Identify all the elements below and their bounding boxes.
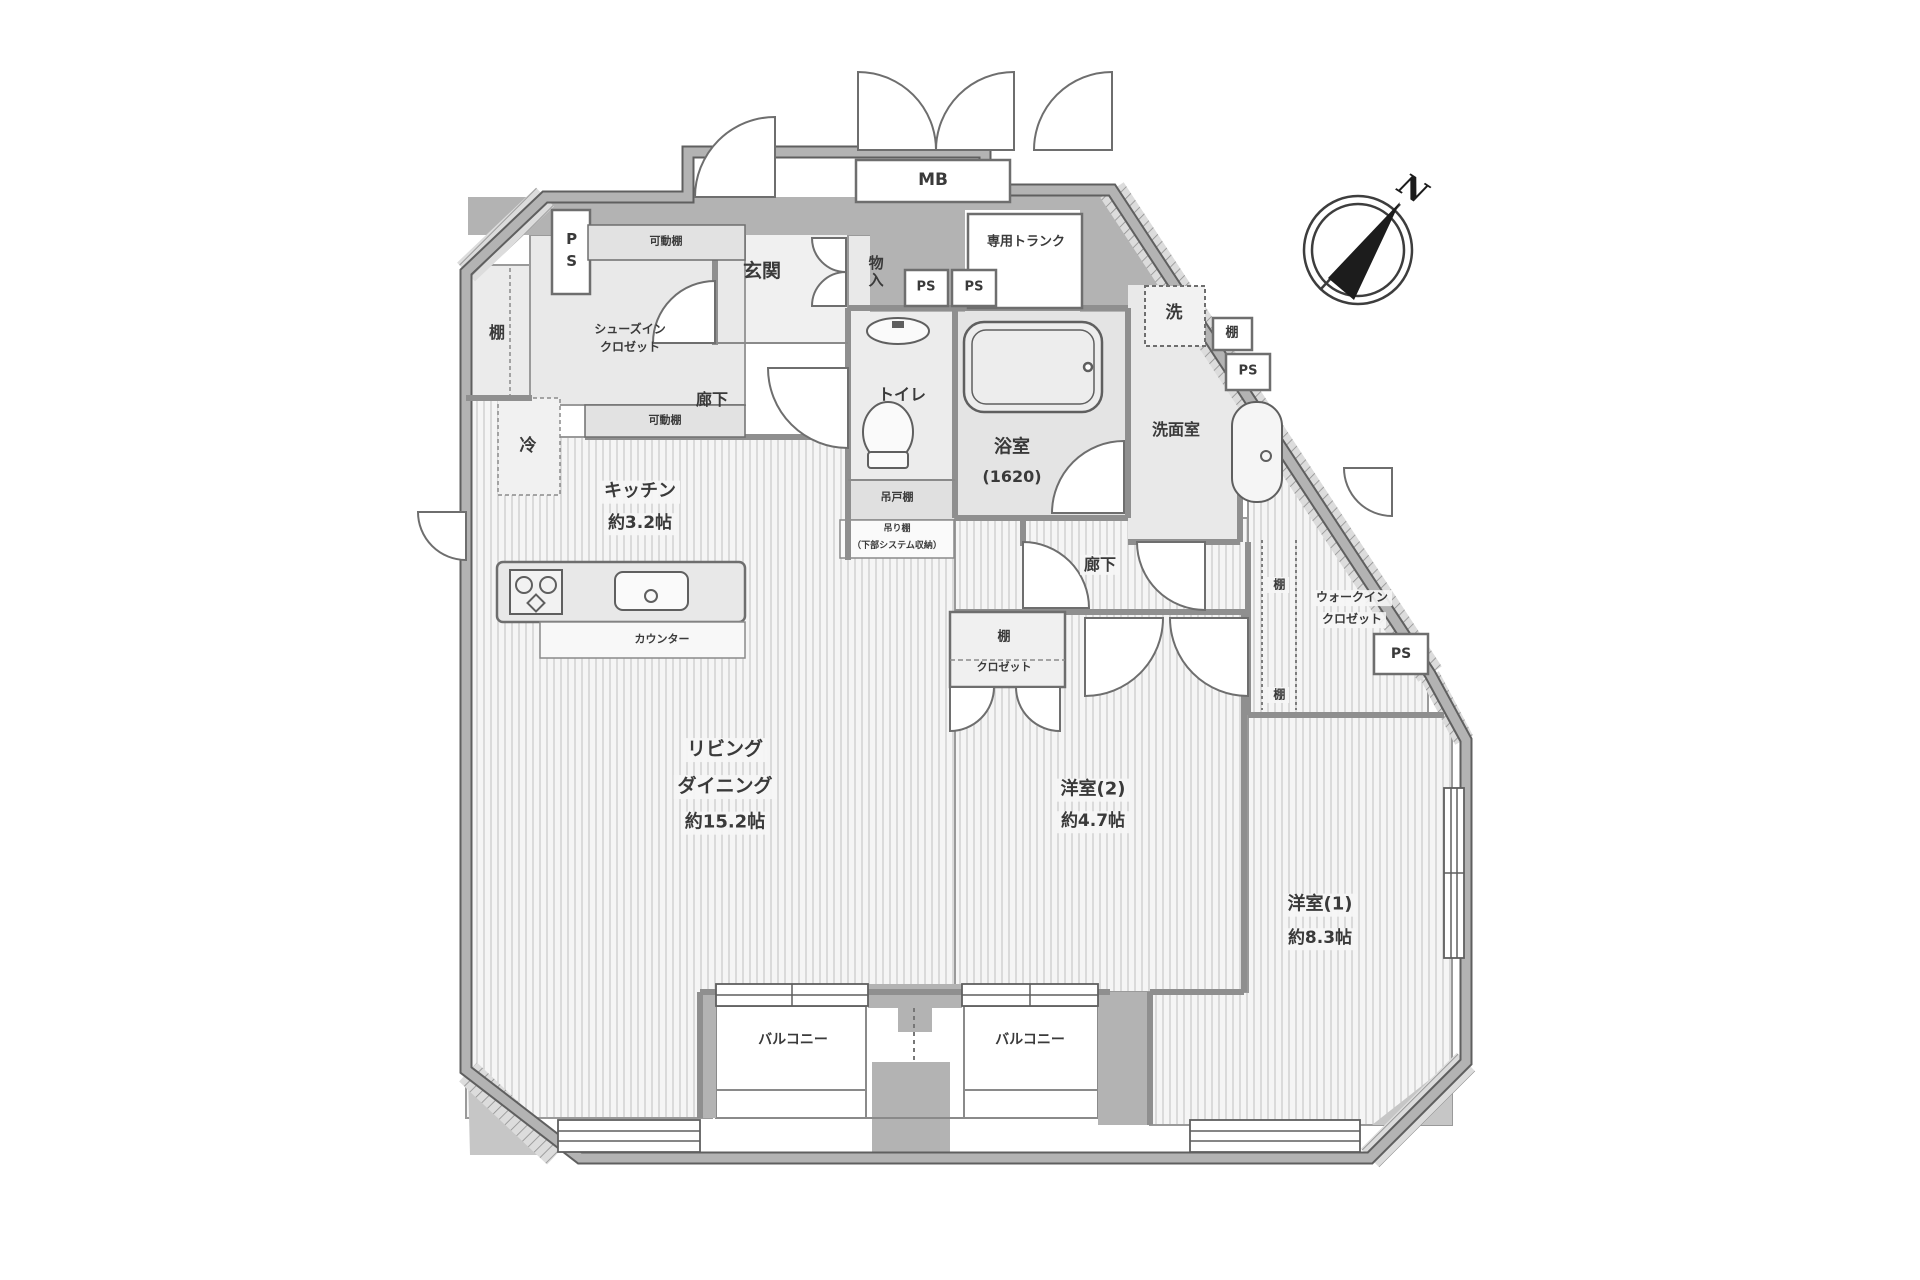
compass-icon <box>1302 194 1414 306</box>
fridge-nook <box>497 397 561 496</box>
stove-icon <box>509 569 563 615</box>
label-bedroom1-area: 約8.3帖 <box>1283 928 1357 950</box>
label-closet: クロゼット <box>976 660 1032 674</box>
label-shelf-washroom: 棚 <box>1225 325 1239 341</box>
label-wic-2: クロゼット <box>1317 612 1387 628</box>
door-arc-living-corridor <box>1022 540 1091 609</box>
label-living-area: 約15.2帖 <box>680 811 770 835</box>
ps-box-top2 <box>950 268 998 308</box>
window-bedroom1-south <box>1189 1119 1361 1153</box>
windows <box>557 787 1465 1153</box>
label-washroom: 洗面室 <box>1151 419 1201 439</box>
label-ps-top1: PS <box>916 279 936 295</box>
label-kitchen: キッチン <box>600 480 680 504</box>
wic-hanger-rails <box>1261 540 1297 710</box>
label-shelf-closet: 棚 <box>997 629 1011 645</box>
bathtub <box>962 320 1104 414</box>
label-living-1: リビング <box>682 738 768 762</box>
label-balcony-left: バルコニー <box>758 1031 828 1048</box>
shelf-box-washroom <box>1211 316 1254 352</box>
door-arc-wic <box>1342 467 1393 518</box>
ps-box-washroom <box>1224 352 1272 392</box>
door-arc-mb-right <box>934 70 1015 151</box>
label-bath: 浴室 <box>994 436 1030 458</box>
door-arc-shoes-closet <box>651 279 716 344</box>
label-washer: 洗 <box>1165 303 1183 324</box>
movable-shelf-bottom <box>584 404 746 438</box>
label-shoes-closet-1: シューズイン <box>594 322 666 337</box>
label-bedroom1: 洋室(1) <box>1283 893 1357 917</box>
label-rear-corridor: 廊下 <box>1079 554 1121 576</box>
label-front-corridor: 廊下 <box>695 389 729 409</box>
label-ps-left: PS <box>562 230 581 274</box>
ps-box-wic <box>1372 632 1430 676</box>
door-arc-front-entrance <box>693 115 776 198</box>
ps-box-left <box>550 208 592 296</box>
ps-box-top1 <box>903 268 950 308</box>
mb-box <box>854 158 1012 204</box>
trunk-box <box>966 212 1084 310</box>
label-ps-top2: PS <box>964 279 984 295</box>
washroom-floor <box>1128 285 1291 542</box>
door-arc-closet-bifold-left <box>949 686 996 733</box>
service-boxes <box>550 158 1430 689</box>
door-arcs <box>416 70 1393 733</box>
door-arc-washroom <box>1135 541 1206 612</box>
label-bedroom2-area: 約4.7帖 <box>1056 811 1130 833</box>
washer-box <box>1144 285 1206 347</box>
label-ps-washroom: PS <box>1238 363 1258 379</box>
door-arc-toilet <box>766 367 849 450</box>
label-shelf-left: 棚 <box>488 322 506 342</box>
label-balcony-right: バルコニー <box>995 1031 1065 1048</box>
label-storage: 物入 <box>866 255 885 289</box>
label-fridge: 冷 <box>519 436 537 457</box>
label-toilet: トイレ <box>877 384 927 404</box>
door-arc-closet-bifold-right <box>1014 686 1061 733</box>
label-shoes-closet-2: クロゼット <box>599 340 661 355</box>
label-movable-shelf-top: 可動棚 <box>649 234 683 248</box>
label-shelf-wic-bottom: 棚 <box>1267 687 1289 703</box>
bedroom2-closet-box <box>948 610 1067 689</box>
door-arc-trunk <box>1032 70 1113 151</box>
label-movable-shelf-bottom: 可動棚 <box>648 413 682 427</box>
balcony-left-floor <box>715 1005 867 1119</box>
vanity-basin <box>1231 401 1283 503</box>
label-bath-size: (1620) <box>982 466 1042 486</box>
label-mb: MB <box>918 170 948 191</box>
label-living-2: ダイニング <box>673 775 777 799</box>
door-arc-kitchen-service <box>416 511 467 562</box>
door-arc-mb-left <box>857 70 938 151</box>
movable-shelf-top <box>587 224 746 261</box>
label-entrance: 玄関 <box>742 260 782 283</box>
toilet-hand-basin <box>866 317 930 345</box>
window-living-south <box>557 1119 701 1153</box>
label-bedroom2: 洋室(2) <box>1056 778 1130 802</box>
label-hanging-cupboard: 吊戸棚 <box>880 490 914 504</box>
door-arc-bath <box>1050 439 1125 514</box>
label-wic-1: ウォークイン <box>1311 590 1393 606</box>
label-ps-wic: PS <box>1390 645 1412 662</box>
toilet-fixture <box>862 317 930 469</box>
thin-lines <box>715 342 1098 1119</box>
door-arc-storage-bifold-bottom <box>810 270 847 307</box>
sink-icon <box>614 571 689 611</box>
hanging-shelf-note-box <box>839 519 955 559</box>
door-arc-bedroom2 <box>1084 617 1165 698</box>
balcony-right-floor <box>963 1005 1099 1119</box>
kitchen-counter <box>495 560 747 659</box>
label-hanging-shelf-note-2: （下部システム収納） <box>852 540 942 551</box>
label-shelf-wic-top: 棚 <box>1267 577 1289 593</box>
door-arc-bedroom1 <box>1168 617 1249 698</box>
label-hanging-shelf-note-1: 吊り棚 <box>883 523 911 534</box>
label-kitchen-area: 約3.2帖 <box>603 513 677 535</box>
label-private-trunk: 専用トランク <box>986 234 1066 250</box>
label-counter: カウンター <box>634 632 690 646</box>
